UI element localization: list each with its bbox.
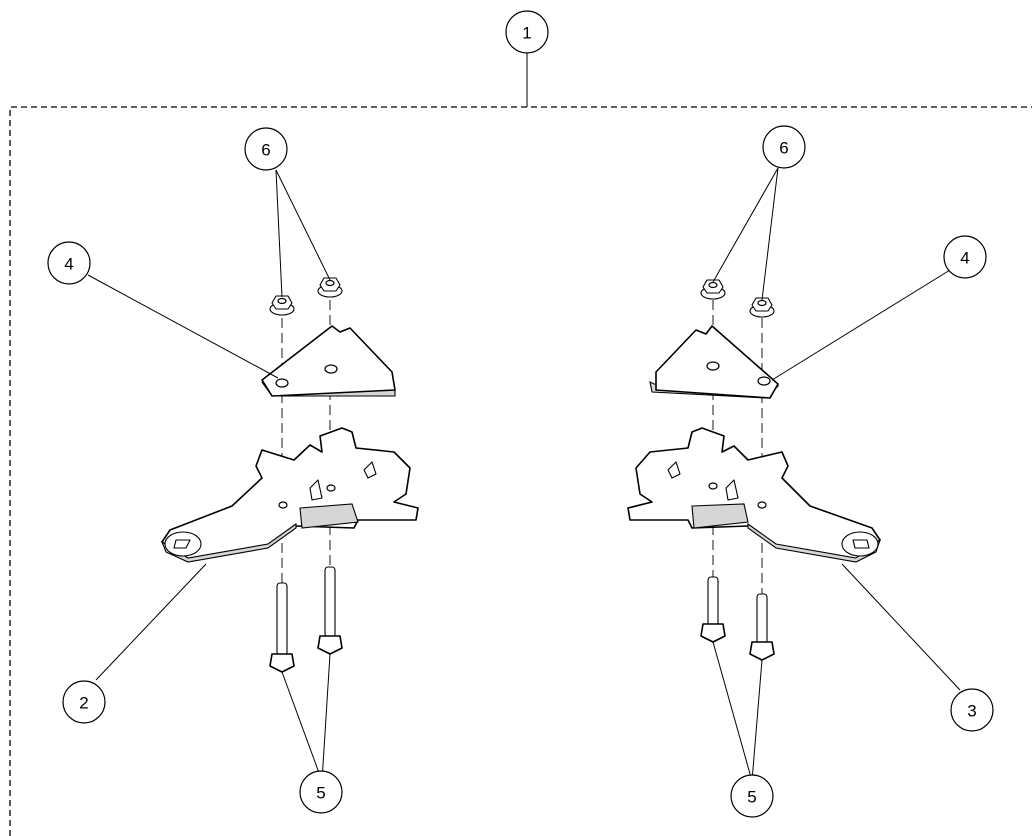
right-hex-nut-2 bbox=[749, 297, 775, 318]
callout-right-bolts: 5 bbox=[730, 774, 774, 818]
right-bolt-1 bbox=[700, 576, 726, 643]
right-hex-nut-1 bbox=[700, 279, 726, 300]
callout-left-nuts: 6 bbox=[244, 127, 288, 171]
callout-left-bolts-number: 5 bbox=[316, 784, 325, 803]
right-triangle-plate bbox=[649, 325, 780, 399]
callout-left-nuts-number: 6 bbox=[261, 141, 270, 160]
right-bolt-2 bbox=[749, 593, 775, 661]
callout-left-plate-number: 4 bbox=[64, 255, 73, 274]
callout-left-latch-number: 2 bbox=[79, 694, 88, 713]
left-bolt-2 bbox=[317, 566, 343, 655]
assembly-boundary bbox=[9, 106, 1032, 836]
callout-right-nuts: 6 bbox=[762, 125, 806, 169]
left-latch-bracket bbox=[160, 427, 419, 563]
left-hex-nut-1 bbox=[269, 295, 295, 316]
callout-right-latch-number: 3 bbox=[967, 702, 976, 721]
callout-right-bolts-number: 5 bbox=[747, 788, 756, 807]
callout-right-plate: 4 bbox=[943, 235, 987, 279]
callout-assembly-number: 1 bbox=[522, 24, 531, 43]
callout-left-latch: 2 bbox=[62, 680, 106, 724]
left-bolt-1 bbox=[269, 582, 295, 673]
callout-right-latch: 3 bbox=[950, 688, 994, 732]
callout-assembly: 1 bbox=[505, 10, 549, 107]
callout-right-nuts-number: 6 bbox=[779, 139, 788, 158]
right-latch-bracket bbox=[627, 427, 882, 563]
callout-left-bolts: 5 bbox=[299, 770, 343, 814]
callout-right-plate-number: 4 bbox=[960, 249, 969, 268]
right-assembly bbox=[627, 167, 961, 782]
left-assembly bbox=[87, 169, 419, 782]
callout-left-plate: 4 bbox=[47, 241, 91, 285]
left-triangle-plate bbox=[261, 325, 396, 397]
left-hex-nut-2 bbox=[317, 277, 343, 298]
